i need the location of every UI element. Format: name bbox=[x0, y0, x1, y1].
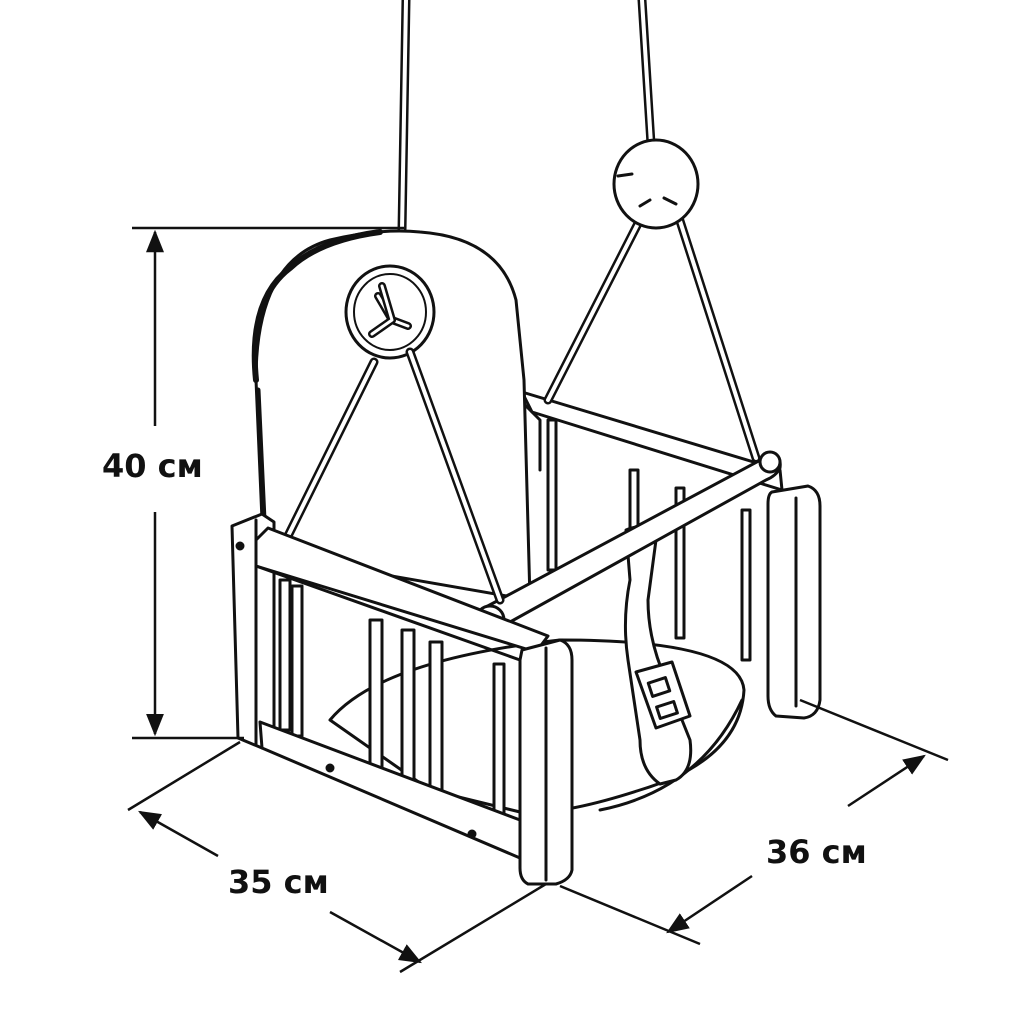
right-hanging-rope bbox=[637, 0, 657, 165]
left-hanging-rope bbox=[397, 0, 411, 235]
right-end-post bbox=[766, 484, 822, 720]
height-label: 40 см bbox=[102, 447, 203, 485]
front-right-end-post bbox=[518, 638, 574, 886]
width-label: 35 см bbox=[228, 863, 329, 901]
backrest bbox=[251, 229, 532, 602]
strap-buckle bbox=[634, 660, 692, 730]
right-rope-triangle bbox=[543, 191, 761, 463]
height-dimension bbox=[132, 226, 404, 740]
backrest-rope-button bbox=[344, 264, 436, 360]
depth-label: 36 см bbox=[766, 833, 867, 871]
left-rope-triangle bbox=[281, 347, 505, 605]
right-rope-disc bbox=[612, 138, 700, 230]
depth-dimension bbox=[559, 698, 949, 946]
width-dimension bbox=[127, 740, 547, 974]
